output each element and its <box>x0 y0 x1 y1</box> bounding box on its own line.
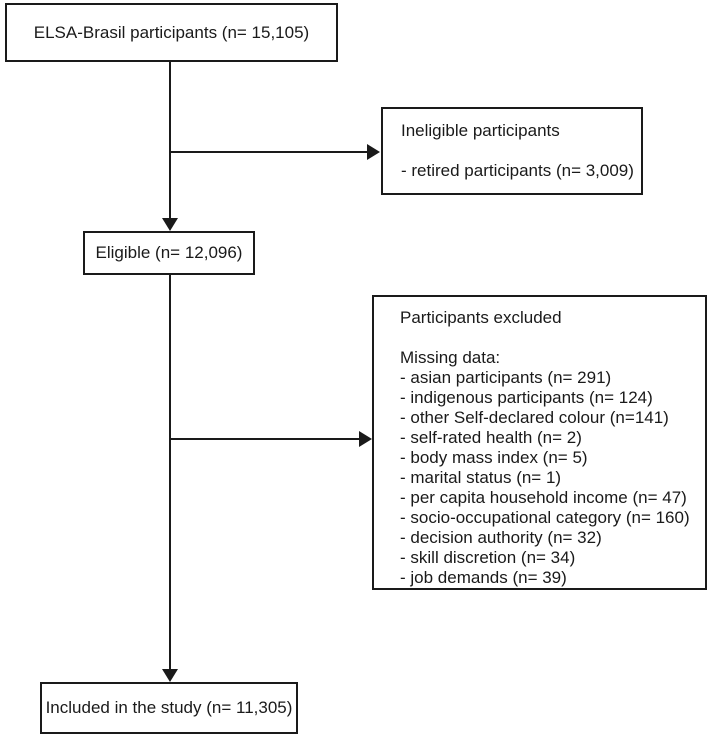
list-item: - job demands (n= 39) <box>400 568 567 587</box>
list-item: - other Self-declared colour (n=141) <box>400 408 669 427</box>
list-item: - self-rated health (n= 2) <box>400 428 582 447</box>
list-item: - indigenous participants (n= 124) <box>400 388 653 407</box>
node-title: Participants excluded <box>400 308 562 327</box>
connector-branch-to-ineligible <box>169 151 368 153</box>
list-item: - per capita household income (n= 47) <box>400 488 687 507</box>
node-elsa-brasil-participants: ELSA-Brasil participants (n= 15,105) <box>5 3 338 62</box>
node-subtitle: Missing data: <box>400 348 501 367</box>
arrowhead-into-included-icon <box>162 669 178 682</box>
node-item-list: - asian participants (n= 291)- indigenou… <box>400 368 701 588</box>
node-label: Included in the study (n= 11,305) <box>45 698 293 717</box>
node-participants-excluded: Participants excluded Missing data: - as… <box>372 295 707 590</box>
connector-branch-to-excluded <box>169 438 360 440</box>
node-item-list: - retired participants (n= 3,009) <box>401 161 641 181</box>
connector-eligible-to-included <box>169 275 171 671</box>
list-item: - marital status (n= 1) <box>400 468 562 487</box>
node-label: Eligible (n= 12,096) <box>95 243 243 262</box>
list-item: - retired participants (n= 3,009) <box>401 161 634 180</box>
list-item: - decision authority (n= 32) <box>400 528 602 547</box>
node-ineligible-participants: Ineligible participants - retired partic… <box>381 107 643 195</box>
arrowhead-into-eligible-icon <box>162 218 178 231</box>
node-title: Ineligible participants <box>401 121 560 140</box>
node-eligible: Eligible (n= 12,096) <box>83 231 255 275</box>
connector-top-to-eligible <box>169 62 171 220</box>
list-item: - asian participants (n= 291) <box>400 368 612 387</box>
list-item: - body mass index (n= 5) <box>400 448 588 467</box>
blank-line <box>401 141 641 161</box>
node-label: ELSA-Brasil participants (n= 15,105) <box>33 22 310 42</box>
list-item: - socio-occupational category (n= 160) <box>400 508 690 527</box>
blank-line <box>400 328 701 348</box>
arrowhead-into-excluded-icon <box>359 431 372 447</box>
arrowhead-into-ineligible-icon <box>367 144 380 160</box>
node-included-in-study: Included in the study (n= 11,305) <box>40 682 298 734</box>
list-item: - skill discretion (n= 34) <box>400 548 576 567</box>
